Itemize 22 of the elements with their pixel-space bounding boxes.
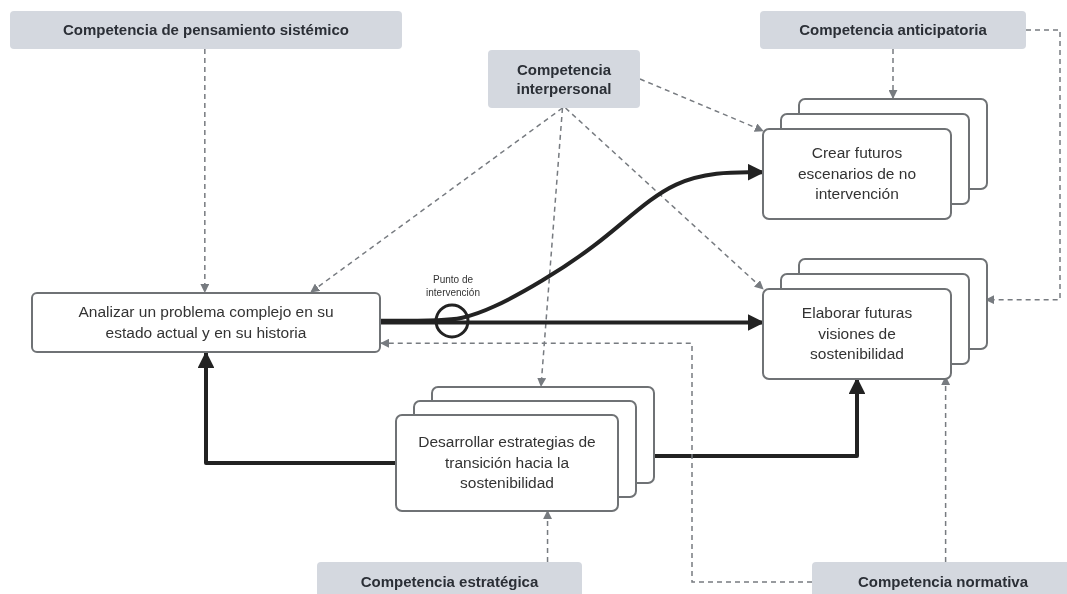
competence-label: Competencia anticipatoria <box>760 11 1026 49</box>
stacked-process-box <box>395 386 653 510</box>
intervention-label: Punto de intervención <box>425 273 481 299</box>
arrow <box>888 48 898 99</box>
arrow <box>380 338 813 583</box>
competence-label: Competencia estratégica <box>317 562 582 594</box>
stacked-process-box <box>762 258 986 377</box>
arrow <box>543 510 553 563</box>
arrow <box>564 107 764 290</box>
competence-label: Competencia interpersonal <box>488 50 640 108</box>
process-text: Crear futuros escenarios de no intervención <box>796 142 918 205</box>
process-box: Analizar un problema complejo en su estado actual y en su historia <box>31 292 381 353</box>
stacked-process-box <box>762 98 986 217</box>
competence-label: Competencia normativa <box>812 562 1067 594</box>
process-text: Elaborar futuras visiones de sostenibilidad <box>800 302 914 365</box>
arrow <box>639 78 764 132</box>
process-text: Desarrollar estrategias de transición hacia la sostenibilidad <box>417 431 597 494</box>
arrow <box>310 107 564 293</box>
arrow <box>197 351 396 465</box>
arrow <box>200 48 210 293</box>
competence-label: Competencia de pensamiento sistémico <box>10 11 402 49</box>
arrow <box>537 107 564 387</box>
